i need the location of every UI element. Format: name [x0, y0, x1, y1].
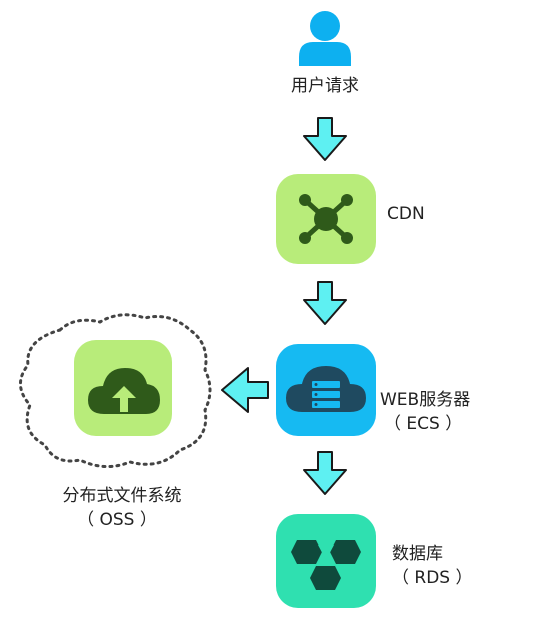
cloud-upload-icon: [88, 368, 160, 414]
cdn-label: CDN: [387, 204, 425, 224]
rds-sublabel: （ RDS ）: [392, 568, 473, 588]
user-request-label: 用户请求: [291, 76, 359, 96]
oss-sublabel: （ OSS ）: [77, 510, 157, 530]
database-cubes-icon: [291, 540, 361, 590]
user-icon: [299, 11, 351, 66]
ecs-label: WEB服务器: [380, 390, 471, 410]
rds-node: [276, 514, 376, 608]
network-hub-icon: [299, 194, 353, 244]
oss-label: 分布式文件系统: [62, 486, 182, 506]
arrow-cdn-to-ecs: [303, 281, 347, 325]
cloud-server-icon: [286, 366, 366, 412]
arrow-ecs-to-rds: [303, 451, 347, 495]
arrow-ecs-to-oss: [221, 367, 269, 413]
ecs-node: [276, 344, 376, 436]
oss-node: [74, 340, 172, 436]
rds-label: 数据库: [392, 544, 443, 564]
ecs-sublabel: （ ECS ）: [384, 414, 463, 434]
arrow-user-to-cdn: [303, 117, 347, 161]
oss-cloud-boundary: [19, 313, 212, 468]
cdn-node: [276, 174, 376, 264]
